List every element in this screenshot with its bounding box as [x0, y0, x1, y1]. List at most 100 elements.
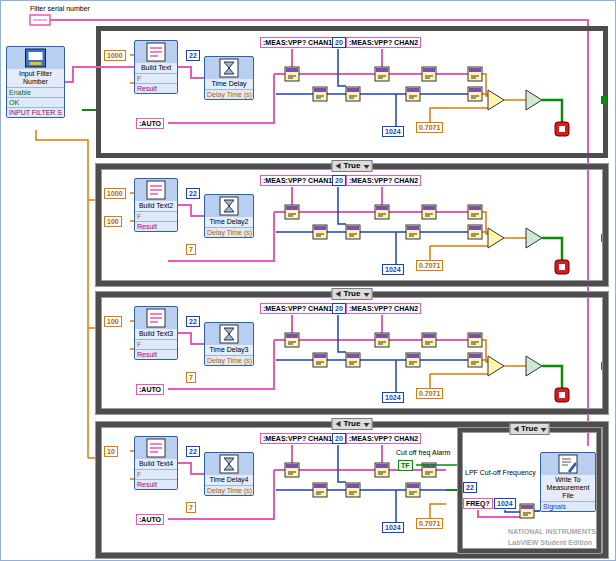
vi-name: Time Delay2 [205, 217, 253, 227]
string-constant: :MEAS:VPP? CHAN1 [260, 433, 335, 444]
integer-constant: 20 [332, 303, 346, 314]
string-wire [178, 205, 204, 216]
vi-name: Write To Measurement File [541, 475, 595, 501]
label: LPF Cut-off Frequency [463, 468, 538, 477]
vi-terminal: INPUT FILTER S [7, 107, 64, 117]
express-vi: Build TextFResult [134, 40, 178, 94]
string-constant: :MEAS:VPP? CHAN2 [346, 37, 421, 48]
vi-icon [205, 57, 253, 79]
numeric-constant: 7 [186, 502, 196, 513]
express-vi: Input Filter NumberEnableOKINPUT FILTER … [6, 46, 65, 118]
express-vi: Build Text3FResult [134, 306, 178, 360]
string-terminal [30, 15, 50, 25]
numeric-constant: 0.7071 [416, 388, 443, 399]
vi-icon [7, 47, 64, 69]
vi-icon [205, 195, 253, 217]
vi-terminal: F [135, 339, 177, 349]
string-wire [478, 510, 520, 517]
numeric-constant: 100 [104, 216, 122, 227]
string-wire [50, 20, 588, 446]
case-selector: True [509, 423, 550, 435]
string-wire [65, 67, 134, 82]
string-constant: :MEAS:VPP? CHAN1 [260, 303, 335, 314]
integer-constant: 22 [186, 446, 200, 457]
label: Cut off freq Alarm [394, 448, 452, 457]
numeric-constant: 1000 [104, 188, 126, 199]
boolean-wire [82, 109, 96, 111]
vi-terminal: F [135, 73, 177, 83]
vi-terminal: Enable [7, 87, 64, 97]
vi-icon [205, 453, 253, 475]
vi-name: Build Text4 [135, 459, 177, 469]
string-constant: :MEAS:VPP? CHAN1 [260, 37, 335, 48]
express-vi: Time Delay4Delay Time (s) [204, 452, 254, 496]
vi-terminal: F [135, 469, 177, 479]
integer-constant: 1024 [382, 392, 404, 403]
integer-constant: 20 [332, 175, 346, 186]
express-vi: Build Text4FResult [134, 436, 178, 490]
numeric-constant: 100 [104, 316, 122, 327]
integer-constant: 1024 [382, 522, 404, 533]
numeric-constant: 10 [104, 446, 118, 457]
vi-icon [205, 323, 253, 345]
numeric-wire [505, 510, 520, 512]
vi-terminal: Result [135, 221, 177, 231]
numeric-wire [36, 130, 96, 458]
vi-icon [541, 453, 595, 475]
vi-icon [135, 437, 177, 459]
string-wire [178, 333, 204, 344]
boolean-constant: TF [398, 460, 413, 471]
vi-name: Time Delay4 [205, 475, 253, 485]
string-wire [178, 463, 204, 474]
integer-constant: 1024 [494, 498, 516, 509]
integer-constant: 22 [186, 188, 200, 199]
case-selector: True [332, 418, 373, 430]
express-vi: Time Delay2Delay Time (s) [204, 194, 254, 238]
vi-terminal: Delay Time (s) [205, 89, 253, 99]
numeric-constant: 7 [186, 244, 196, 255]
boolean-wire [446, 489, 458, 491]
vi-name: Build Text2 [135, 201, 177, 211]
watermark: LabVIEW Student Edition [506, 538, 594, 547]
vi-terminal: Result [135, 479, 177, 489]
numeric-constant: 0.7071 [416, 122, 443, 133]
vi-name: Time Delay3 [205, 345, 253, 355]
string-wire [178, 67, 204, 78]
string-constant: :AUTO [136, 384, 164, 395]
case-selector: True [332, 288, 373, 300]
string-constant: :MEAS:VPP? CHAN2 [346, 175, 421, 186]
vi-terminal: OK [7, 97, 64, 107]
vi-icon [135, 41, 177, 63]
vi-name: Build Text [135, 63, 177, 73]
numeric-constant: 1000 [104, 50, 126, 61]
string-constant: :MEAS:VPP? CHAN1 [260, 175, 335, 186]
vi-terminal: Signals [541, 501, 595, 511]
integer-constant: 22 [463, 482, 477, 493]
string-constant: :MEAS:VPP? CHAN2 [346, 303, 421, 314]
vi-name: Input Filter Number [7, 69, 64, 87]
vi-name: Build Text3 [135, 329, 177, 339]
express-vi: Write To Measurement FileSignals [540, 452, 596, 512]
string-constant: :AUTO [136, 514, 164, 525]
string-constant: :MEAS:VPP? CHAN2 [346, 433, 421, 444]
express-vi: Time DelayDelay Time (s) [204, 56, 254, 100]
vi-terminal: Delay Time (s) [205, 355, 253, 365]
numeric-constant: 0.7071 [416, 518, 443, 529]
integer-constant: 20 [332, 433, 346, 444]
vi-terminal: Result [135, 83, 177, 93]
integer-constant: 22 [186, 50, 200, 61]
string-constant: FREQ? [463, 498, 493, 509]
label: Filter serial number [28, 4, 92, 13]
vi-icon [135, 307, 177, 329]
vi-terminal: Delay Time (s) [205, 227, 253, 237]
integer-constant: 22 [186, 316, 200, 327]
numeric-constant: 0.7071 [416, 260, 443, 271]
vi-terminal: Result [135, 349, 177, 359]
vi-name: Time Delay [205, 79, 253, 89]
express-vi: Time Delay3Delay Time (s) [204, 322, 254, 366]
boolean-wire [416, 464, 458, 466]
integer-constant: 20 [332, 37, 346, 48]
string-constant: :AUTO [136, 118, 164, 129]
